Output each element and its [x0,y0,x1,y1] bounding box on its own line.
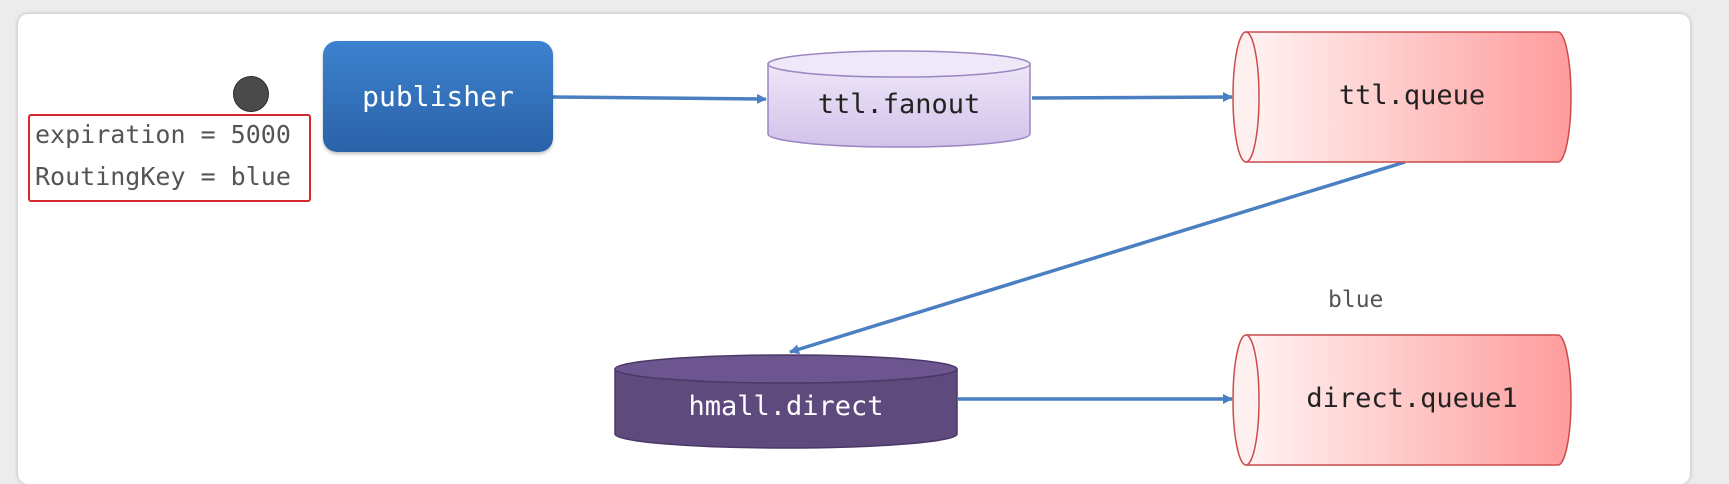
ttl-queue [1232,31,1572,163]
arrow-ttl-queue-to-hmall-direct [789,160,1406,355]
ttl-fanout-exchange [767,50,1031,148]
ttl-fanout-label: ttl.fanout [817,89,981,120]
direct-queue1-label: direct.queue1 [1306,383,1518,414]
arrow-publisher-to-ttl-fanout [552,93,767,104]
hmall-direct-exchange [614,354,958,449]
arrow-ttl-fanout-to-ttl-queue [1031,92,1233,103]
message-properties-box: expiration = 5000 RoutingKey = blue [28,114,311,202]
ttl-queue-label: ttl.queue [1338,80,1486,111]
publisher-label: publisher [362,80,514,113]
binding-key-label: blue [1328,287,1384,313]
hmall-direct-label: hmall.direct [688,391,884,422]
publisher-node: publisher [323,41,553,152]
expiration-label: expiration = 5000 [35,120,291,149]
direct-queue1 [1232,334,1572,466]
message-dot [233,76,269,112]
routing-key-label: RoutingKey = blue [35,162,291,191]
